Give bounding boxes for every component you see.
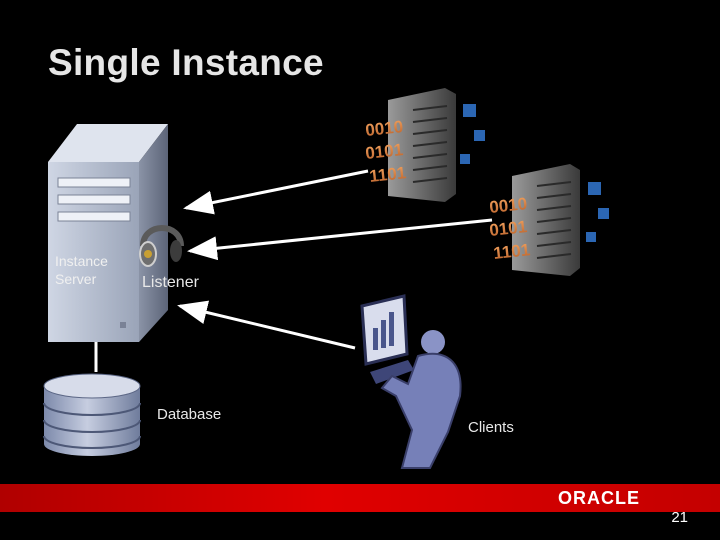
slide-title: Single Instance <box>48 42 324 83</box>
brand-bar <box>0 484 720 512</box>
clients-connector <box>177 300 356 350</box>
listener-label: Listener <box>142 274 199 291</box>
bits-line: 0010 <box>364 117 404 140</box>
client-server-2-icon <box>512 164 609 276</box>
instance-server-label: Instance <box>55 253 108 269</box>
page-number: 21 <box>671 509 688 526</box>
bits-line: 1101 <box>368 163 407 186</box>
user-at-terminal-icon <box>360 294 462 469</box>
client-server-2-connector <box>187 218 493 261</box>
client-server-1-icon <box>388 88 485 202</box>
clients-label: Clients <box>468 419 514 436</box>
headphones-icon <box>139 225 184 267</box>
instance-server-label: Server <box>55 271 97 287</box>
bits-line: 0010 <box>488 194 528 217</box>
oracle-logo: ORACLE <box>558 488 640 508</box>
instance-server-icon <box>48 124 168 342</box>
bits-line: 0101 <box>488 217 528 240</box>
client-server-2-bits: 0010 0101 1101 <box>488 194 531 263</box>
bits-line: 1101 <box>492 240 531 263</box>
bits-line: 0101 <box>364 140 404 163</box>
connectors <box>94 169 493 372</box>
database-label: Database <box>157 406 222 423</box>
client-server-1-connector <box>183 169 369 215</box>
database-cylinder-icon <box>43 373 141 456</box>
client-server-1-bits: 0010 0101 1101 <box>364 117 407 186</box>
